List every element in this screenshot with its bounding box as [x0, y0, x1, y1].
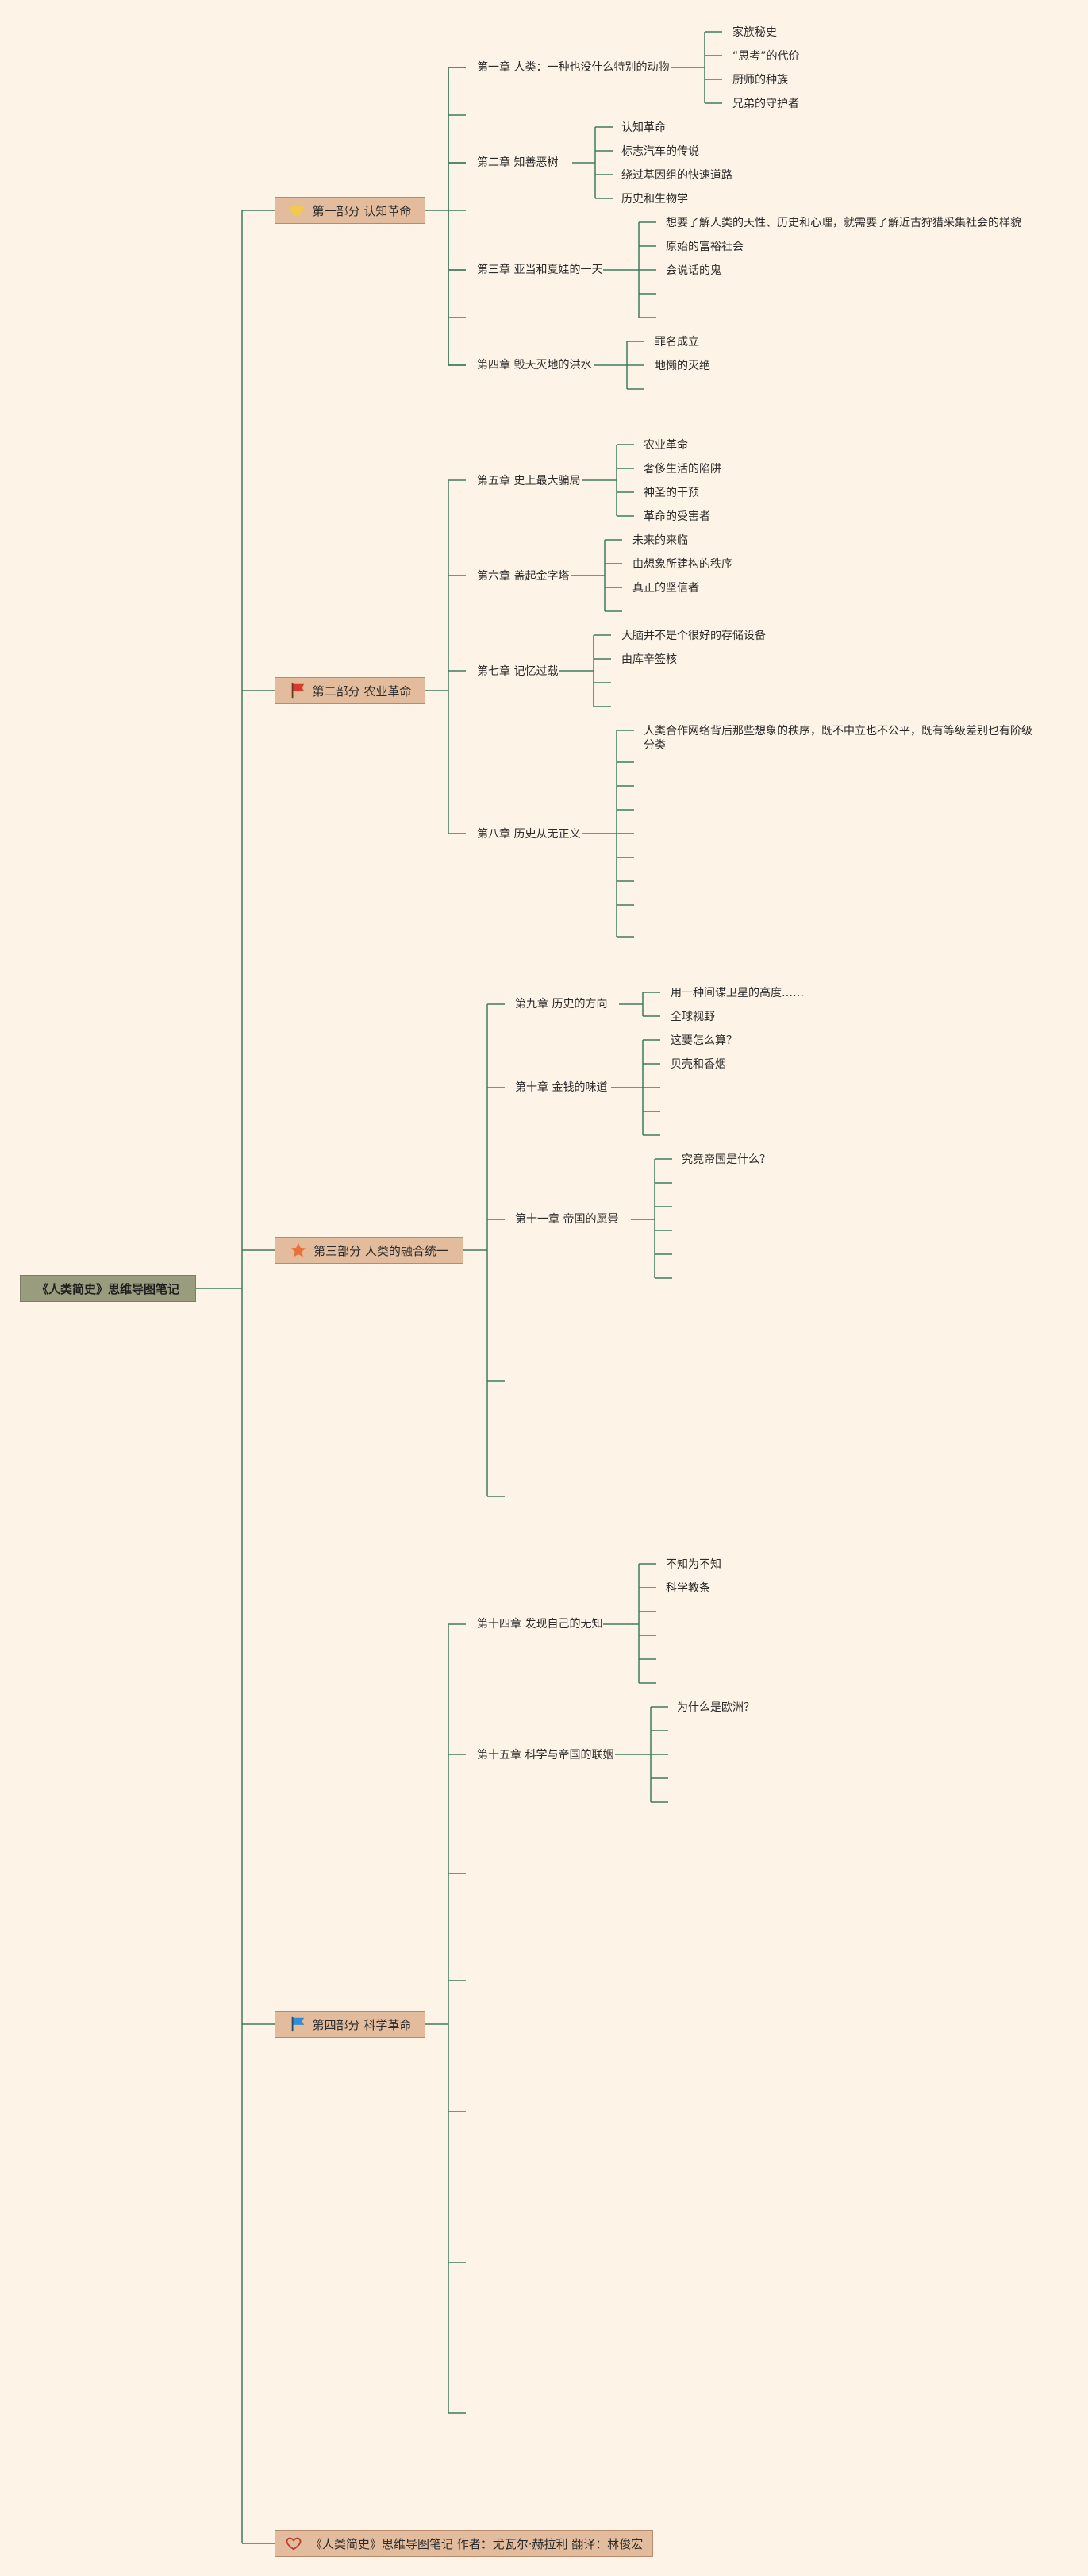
topic-label[interactable]: 科学教条: [666, 1582, 710, 1595]
topic-label[interactable]: 未来的来临: [632, 534, 688, 547]
root-label: 《人类简史》思维导图笔记: [36, 1281, 179, 1296]
root-node[interactable]: 《人类简史》思维导图笔记: [20, 1275, 196, 1302]
topic-label[interactable]: 农业革命: [644, 439, 688, 452]
part-label: 第二部分 农业革命: [312, 683, 412, 699]
chapter-label[interactable]: 第十一章 帝国的愿景: [515, 1213, 619, 1226]
chapter-label[interactable]: 第十章 金钱的味道: [515, 1081, 608, 1094]
topic-label[interactable]: “思考”的代价: [732, 50, 800, 63]
topic-label[interactable]: 神圣的干预: [644, 487, 699, 499]
part-label: 第三部分 人类的融合统一: [313, 1243, 448, 1258]
topic-label[interactable]: 全球视野: [671, 1011, 715, 1023]
part-node-3[interactable]: 第三部分 人类的融合统一: [275, 1237, 463, 1264]
topic-label[interactable]: 究竟帝国是什么？: [682, 1153, 771, 1166]
red-flag-icon: [291, 683, 304, 699]
topic-label[interactable]: 认知革命: [621, 121, 666, 134]
chapter-label[interactable]: 第一章 人类：一种也没什么特别的动物: [477, 61, 670, 74]
chapter-label[interactable]: 第十四章 发现自己的无知: [477, 1618, 603, 1631]
chapter-label[interactable]: 第三章 亚当和夏娃的一天: [477, 264, 603, 276]
heart-outline-icon: [286, 2537, 302, 2551]
topic-label[interactable]: 地懒的灭绝: [655, 360, 710, 372]
chapter-label[interactable]: 第九章 历史的方向: [515, 998, 608, 1011]
topic-label[interactable]: 会说话的鬼: [666, 264, 721, 277]
topic-label[interactable]: 标志汽车的传说: [621, 145, 699, 158]
topic-label[interactable]: 厨师的种族: [732, 74, 788, 87]
topic-label[interactable]: 人类合作网络背后那些想象的秩序，既不中立也不公平，既有等级差别也有阶级分类: [644, 725, 1032, 752]
topic-label[interactable]: 贝壳和香烟: [671, 1058, 726, 1071]
topic-label[interactable]: 革命的受害者: [644, 510, 710, 523]
part-label: 第一部分 认知革命: [312, 203, 412, 218]
topic-label[interactable]: 绕过基因组的快速道路: [621, 169, 732, 182]
chapter-label[interactable]: 第七章 记忆过载: [477, 665, 559, 678]
topic-label[interactable]: 历史和生物学: [621, 193, 688, 206]
chapter-label[interactable]: 第四章 毁天灭地的洪水: [477, 359, 592, 372]
chapter-label[interactable]: 第八章 历史从无正义: [477, 828, 581, 841]
footer-node[interactable]: 《人类简史》思维导图笔记 作者：尤瓦尔·赫拉利 翻译：林俊宏: [275, 2530, 654, 2557]
chapter-label[interactable]: 第六章 盖起金字塔: [477, 570, 570, 583]
topic-label[interactable]: 奢侈生活的陷阱: [644, 463, 721, 476]
orange-star-icon: [290, 1242, 306, 1257]
topic-label[interactable]: 用一种间谍卫星的高度……: [671, 987, 804, 999]
topic-label[interactable]: 家族秘史: [732, 26, 777, 39]
topic-label[interactable]: 由想象所建构的秩序: [632, 558, 732, 571]
topic-label[interactable]: 想要了解人类的天性、历史和心理，就需要了解近古狩猎采集社会的样貌: [666, 217, 1021, 229]
topic-label[interactable]: 为什么是欧洲？: [677, 1701, 755, 1714]
part-node-1[interactable]: 第一部分 认知革命: [275, 197, 425, 224]
topic-label[interactable]: 这要怎么算？: [671, 1034, 737, 1047]
topic-label[interactable]: 由库辛签核: [621, 653, 677, 666]
footer-label: 《人类简史》思维导图笔记 作者：尤瓦尔·赫拉利 翻译：林俊宏: [310, 2536, 644, 2551]
part-node-2[interactable]: 第二部分 农业革命: [275, 677, 425, 704]
blue-flag-icon: [291, 2016, 304, 2032]
chapter-label[interactable]: 第十五章 科学与帝国的联姻: [477, 1749, 614, 1762]
topic-label[interactable]: 不知为不知: [666, 1558, 721, 1571]
part-node-4[interactable]: 第四部分 科学革命: [275, 2011, 425, 2038]
topic-label[interactable]: 兄弟的守护者: [732, 98, 799, 110]
topic-label[interactable]: 原始的富裕社会: [666, 241, 744, 253]
chapter-label[interactable]: 第二章 知善恶树: [477, 156, 559, 169]
topic-label[interactable]: 真正的坚信者: [632, 582, 699, 595]
chapter-label[interactable]: 第五章 史上最大骗局: [477, 475, 581, 487]
topic-label[interactable]: 罪名成立: [655, 336, 699, 348]
yellow-heart-icon: [290, 205, 303, 218]
part-label: 第四部分 科学革命: [312, 2017, 412, 2032]
topic-label[interactable]: 大脑并不是个很好的存储设备: [621, 630, 766, 642]
